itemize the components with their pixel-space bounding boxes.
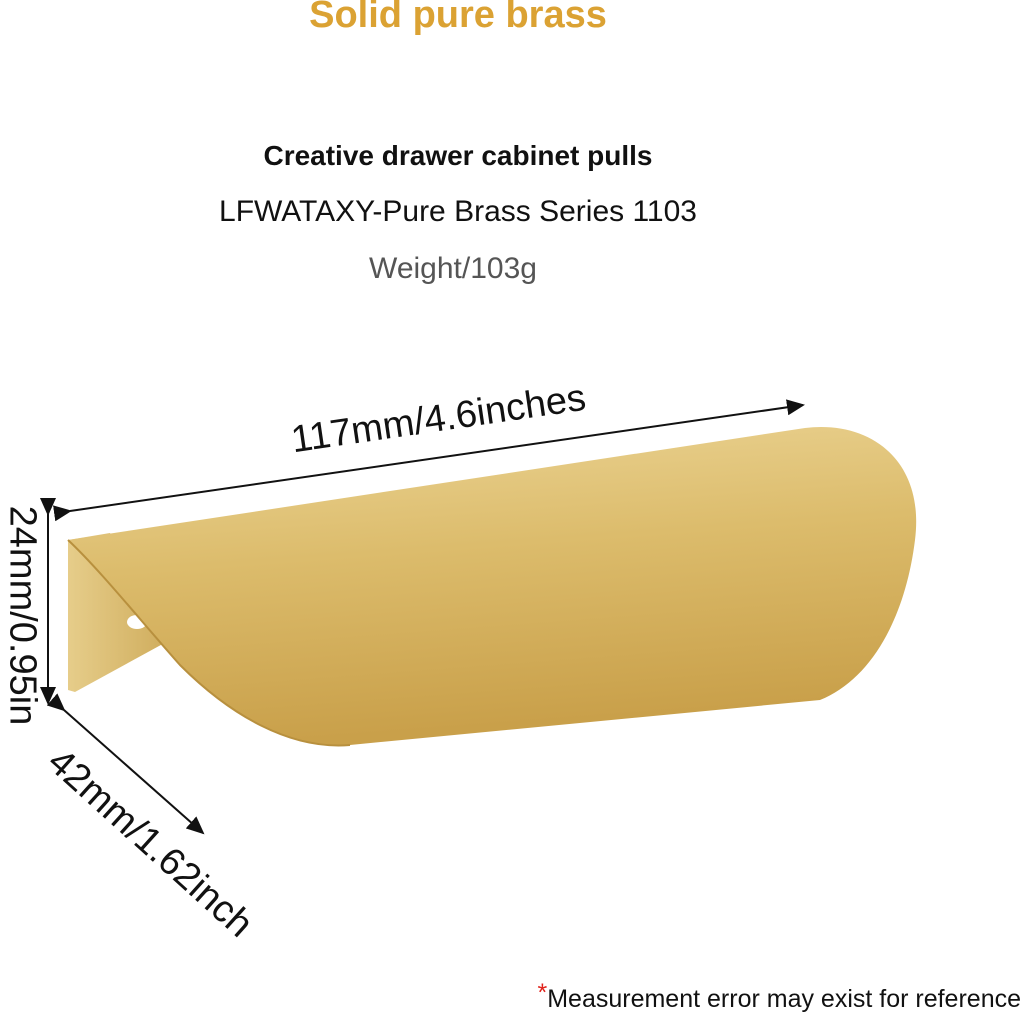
note-text: Measurement error may exist for referenc… bbox=[547, 985, 1021, 1013]
asterisk: * bbox=[537, 979, 548, 1007]
depth-arrow bbox=[46, 693, 205, 835]
handle-shell bbox=[68, 426, 917, 746]
length-arrow bbox=[53, 399, 805, 522]
product-weight: Weight/103g bbox=[369, 252, 537, 285]
handle-edge bbox=[67, 539, 351, 747]
product-subtitle: Creative drawer cabinet pulls bbox=[263, 140, 653, 171]
product-series: LFWATAXY-Pure Brass Series 1103 bbox=[219, 195, 697, 228]
measurement-note: *Measurement error may exist for referen… bbox=[537, 979, 1021, 1014]
page-title: Solid pure brass bbox=[309, 0, 607, 36]
height-label: 24mm/0.95in bbox=[1, 505, 44, 726]
